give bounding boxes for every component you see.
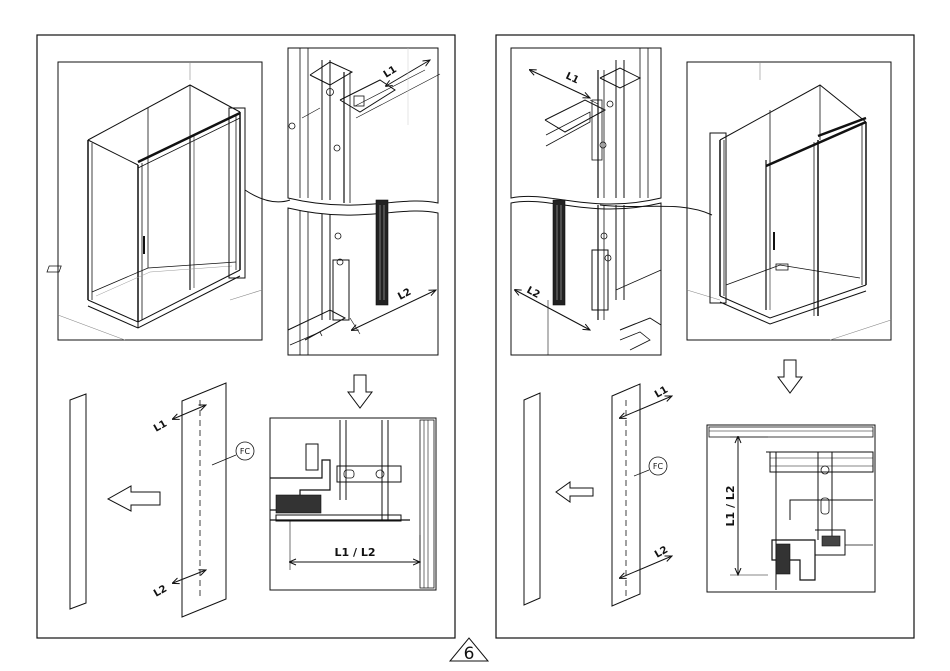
trimmed-strip: [70, 394, 86, 609]
right-detail-top: L1: [511, 48, 661, 204]
left-enclosure-view: [47, 62, 290, 340]
down-arrow-icon-right: [778, 360, 802, 393]
left-arrow-icon: [108, 486, 160, 511]
label-l2-right: L2: [525, 285, 542, 301]
page-number-badge: 6: [450, 638, 488, 664]
label-l2: L2: [396, 287, 413, 303]
label-l1-strip: L1: [152, 418, 169, 434]
left-cut-panel: L1 L2 FC: [70, 383, 254, 617]
left-panel: L1 L2: [37, 35, 455, 638]
left-panel-border: [37, 35, 455, 638]
trimmed-strip-right: [524, 393, 540, 605]
seal-strip-dark: [376, 200, 388, 305]
right-panel-border: [496, 35, 914, 638]
right-section-detail: L1 / L2: [707, 425, 875, 592]
glass-profile: [182, 383, 226, 617]
right-detail-bottom: L2: [511, 200, 661, 355]
page-number: 6: [464, 644, 475, 664]
left-arrow-icon-right: [556, 482, 593, 502]
right-panel: L1 L2: [496, 35, 914, 638]
right-enclosure-view: [687, 62, 891, 340]
label-fc-right: FC: [653, 462, 664, 471]
label-l1: L1: [382, 64, 399, 80]
label-fc: FC: [240, 447, 251, 456]
left-detail-bottom: L2: [288, 200, 438, 355]
label-l1-l2: L1 / L2: [334, 546, 375, 559]
label-l2-strip: L2: [152, 583, 169, 599]
down-arrow-icon: [348, 375, 372, 408]
seal-strip-dark-right: [553, 200, 565, 305]
right-cut-panel: L1 L2 FC: [524, 384, 672, 606]
label-l1-l2-right: L1 / L2: [724, 485, 737, 526]
label-l1-right: L1: [564, 71, 581, 87]
left-section-detail: L1 / L2: [270, 418, 436, 590]
left-detail-top: L1: [288, 48, 440, 205]
